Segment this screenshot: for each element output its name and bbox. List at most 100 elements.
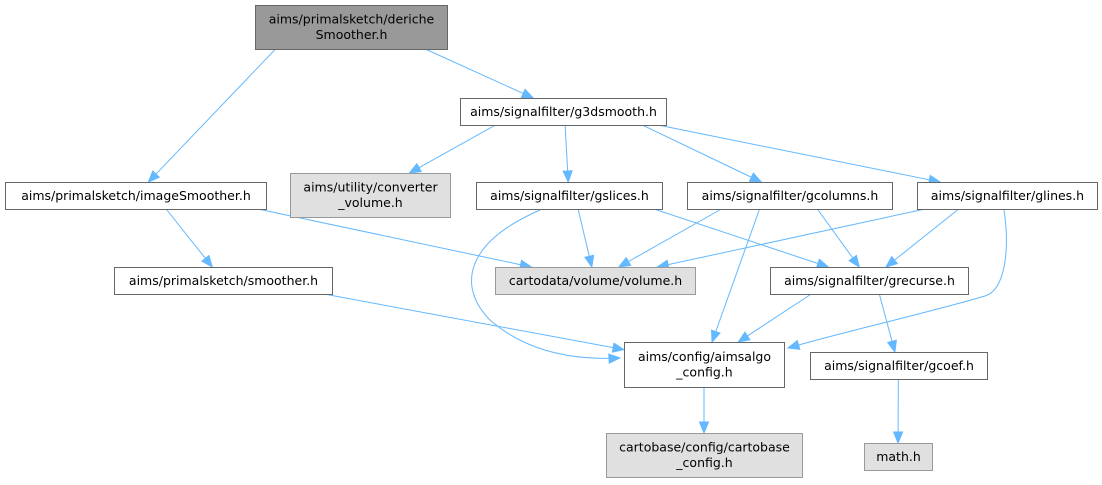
- node-label: aims/utility/converter: [303, 180, 438, 195]
- edge-grecurse-to-aimsalgo: [737, 293, 812, 343]
- node-math: math.h: [864, 443, 933, 471]
- edge-deriche-to-imageSmoother: [147, 48, 276, 183]
- edge-line: [667, 208, 926, 266]
- node-label: _config.h: [675, 455, 732, 470]
- edge-line: [816, 208, 854, 259]
- edge-arrowhead: [147, 170, 161, 183]
- edge-arrowhead: [562, 170, 573, 184]
- node-label: aims/signalfilter/grecurse.h: [784, 273, 955, 288]
- edge-arrowhead: [617, 256, 632, 268]
- edge-line: [155, 48, 276, 175]
- edge-line: [894, 208, 960, 261]
- node-box: [114, 267, 333, 295]
- node-box: [624, 342, 785, 388]
- node-box: [255, 5, 448, 50]
- edge-g3dsmooth-to-gslices: [562, 124, 573, 184]
- edge-arrowhead: [710, 329, 721, 344]
- edge-smoother-to-aimsalgo: [323, 293, 626, 353]
- node-imageSmoother[interactable]: aims/primalsketch/imageSmoother.h: [5, 182, 267, 210]
- node-label: aims/signalfilter/gcolumns.h: [702, 188, 879, 203]
- node-box: [864, 443, 933, 471]
- node-converter: aims/utility/converter_volume.h: [290, 173, 451, 218]
- edge-line: [424, 48, 524, 94]
- edge-g3dsmooth-to-converter: [408, 124, 496, 174]
- node-cartobase: cartobase/config/cartobase_config.h: [606, 433, 803, 478]
- edge-glines-to-grecurse: [884, 208, 960, 268]
- node-smoother[interactable]: aims/primalsketch/smoother.h: [114, 267, 333, 295]
- edge-glines-to-volume: [656, 208, 926, 270]
- edge-arrowhead: [884, 255, 899, 268]
- edge-gslices-to-volume: [577, 208, 595, 269]
- node-box: [495, 267, 696, 295]
- edge-arrowhead: [520, 88, 535, 99]
- edge-g3dsmooth-to-glines: [657, 124, 942, 185]
- node-box: [460, 98, 667, 126]
- edge-line: [628, 208, 722, 263]
- edge-glines-to-aimsalgo: [786, 209, 1007, 350]
- node-gcolumns[interactable]: aims/signalfilter/gcolumns.h: [687, 182, 893, 210]
- edge-line: [418, 124, 496, 169]
- node-box: [917, 182, 1098, 210]
- edge-arrowhead: [786, 339, 801, 350]
- edge-line: [715, 208, 761, 332]
- node-label: aims/primalsketch/imageSmoother.h: [21, 188, 251, 203]
- edge-arrowhead: [611, 342, 626, 353]
- edge-arrowhead: [737, 331, 751, 343]
- edge-line: [471, 209, 621, 359]
- node-glines[interactable]: aims/signalfilter/glines.h: [917, 182, 1098, 210]
- node-label: math.h: [876, 449, 921, 464]
- edge-grecurse-to-gcoef: [878, 293, 897, 354]
- node-volume: cartodata/volume/volume.h: [495, 267, 696, 295]
- node-label: aims/config/aimsalgo: [638, 349, 771, 364]
- node-label: _config.h: [675, 365, 732, 380]
- node-label: aims/signalfilter/g3dsmooth.h: [470, 104, 657, 119]
- node-label: _volume.h: [337, 195, 402, 210]
- node-label: cartodata/volume/volume.h: [509, 273, 682, 288]
- edge-line: [165, 208, 206, 259]
- edge-imageSmoother-to-volume: [257, 208, 533, 270]
- edge-line: [747, 293, 812, 337]
- node-box: [290, 173, 451, 218]
- node-g3dsmooth[interactable]: aims/signalfilter/g3dsmooth.h: [460, 98, 667, 126]
- edge-arrowhead: [848, 254, 861, 269]
- edge-arrowhead: [886, 339, 897, 354]
- edge-arrowhead: [815, 258, 830, 269]
- edge-line: [787, 209, 1007, 349]
- edge-gcolumns-to-aimsalgo: [710, 208, 761, 344]
- edge-line: [653, 208, 819, 265]
- edge-gcolumns-to-volume: [617, 208, 722, 268]
- edge-line: [323, 293, 614, 349]
- node-box: [476, 182, 663, 210]
- edge-arrowhead: [892, 431, 904, 445]
- edge-arrowhead: [200, 254, 214, 269]
- edge-line: [564, 124, 569, 172]
- edge-gcolumns-to-grecurse: [816, 208, 861, 269]
- edge-arrowhead: [698, 421, 710, 435]
- edge-gcoef-to-math: [892, 378, 904, 445]
- node-grecurse[interactable]: aims/signalfilter/grecurse.h: [770, 267, 969, 295]
- edge-line: [577, 208, 590, 257]
- node-gslices[interactable]: aims/signalfilter/gslices.h: [476, 182, 663, 210]
- node-label: Smoother.h: [316, 27, 388, 42]
- node-box: [687, 182, 893, 210]
- node-gcoef[interactable]: aims/signalfilter/gcoef.h: [810, 352, 988, 380]
- node-label: aims/primalsketch/smoother.h: [129, 273, 318, 288]
- node-label: aims/primalsketch/deriche: [269, 12, 435, 27]
- edge-aimsalgo-to-cartobase: [698, 387, 710, 435]
- edge-imageSmoother-to-smoother: [165, 208, 214, 269]
- node-label: aims/signalfilter/glines.h: [931, 188, 1084, 203]
- node-label: cartobase/config/cartobase: [619, 440, 790, 455]
- node-box: [770, 267, 969, 295]
- node-label: aims/signalfilter/gcoef.h: [824, 358, 974, 373]
- edges-layer: [147, 48, 1007, 445]
- node-aimsalgo[interactable]: aims/config/aimsalgo_config.h: [624, 342, 785, 388]
- node-label: aims/signalfilter/gslices.h: [490, 188, 649, 203]
- edge-arrowhead: [408, 162, 423, 174]
- edge-line: [878, 293, 893, 342]
- node-box: [606, 433, 803, 478]
- edge-line: [642, 124, 752, 178]
- edge-arrowhead: [748, 172, 763, 183]
- edge-line: [257, 208, 521, 266]
